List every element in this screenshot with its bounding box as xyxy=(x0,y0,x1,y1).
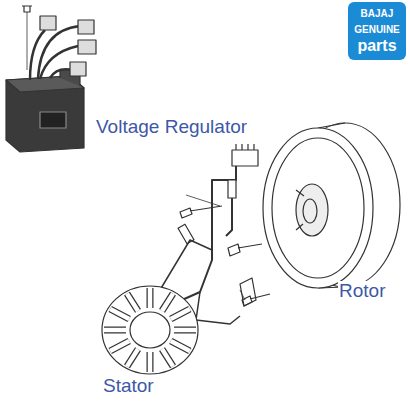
stator-pole xyxy=(127,349,138,366)
stator-pole xyxy=(127,349,138,366)
brand-tag: GENUINE xyxy=(348,24,406,35)
brand-name: BAJAJ xyxy=(348,8,406,19)
stator-pole xyxy=(171,309,190,319)
stator-pole xyxy=(162,294,173,311)
stator-pole xyxy=(104,328,126,333)
stator-pole xyxy=(171,309,190,319)
stator-pole xyxy=(110,341,129,351)
stator-pole xyxy=(162,294,173,311)
stator-pole xyxy=(148,352,153,372)
part-label: Voltage Regulator xyxy=(95,117,248,138)
stator-pole xyxy=(110,309,129,319)
stator-pole xyxy=(171,341,190,351)
stator-pole xyxy=(162,349,173,366)
part-label: Stator xyxy=(102,376,155,397)
rotor xyxy=(263,123,400,288)
stator-pole xyxy=(110,341,129,351)
stator-pole xyxy=(174,327,196,334)
voltage-regulator xyxy=(6,16,96,152)
stator-pole xyxy=(147,288,154,308)
brand-tag: parts xyxy=(348,37,406,55)
stator-pole xyxy=(148,288,153,308)
stator xyxy=(102,286,198,374)
part-label: Rotor xyxy=(338,281,386,302)
stator-pole xyxy=(174,328,196,333)
stator-pole xyxy=(104,327,126,334)
stator-pole xyxy=(162,349,173,366)
bolts xyxy=(180,206,270,306)
stator-pole xyxy=(110,309,129,319)
stator-pole xyxy=(127,294,138,311)
stator-harness xyxy=(160,144,258,324)
stator-pole xyxy=(171,341,190,351)
stator-pole xyxy=(127,294,138,311)
stator-pole xyxy=(147,352,154,372)
